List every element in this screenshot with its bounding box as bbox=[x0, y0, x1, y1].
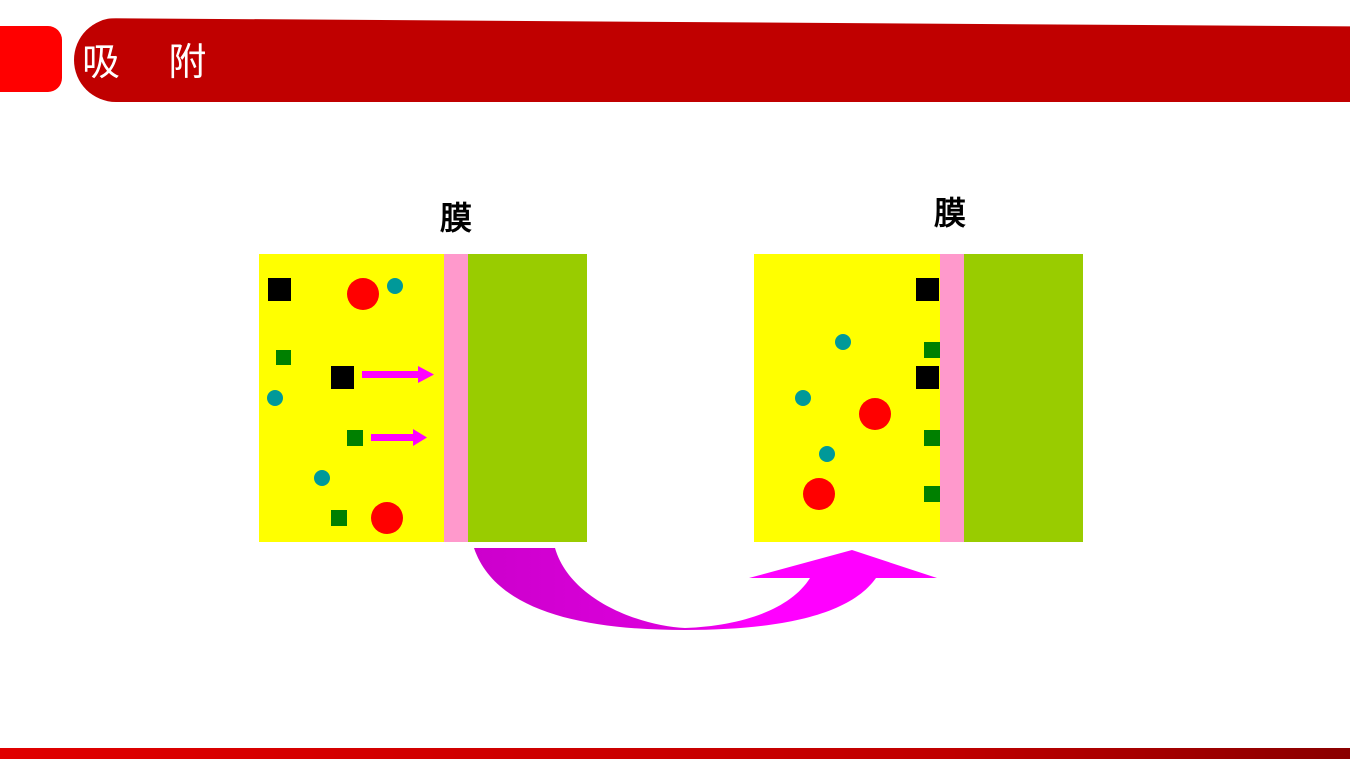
teal-particle bbox=[795, 390, 811, 406]
right-solution-region bbox=[754, 254, 940, 542]
green-particle bbox=[924, 430, 940, 446]
bottom-bar bbox=[0, 748, 1350, 759]
green-particle bbox=[276, 350, 291, 365]
teal-particle bbox=[267, 390, 283, 406]
right-arrow-icon bbox=[371, 429, 427, 446]
red-particle bbox=[347, 278, 379, 310]
red-particle bbox=[371, 502, 403, 534]
right-support-layer bbox=[964, 254, 1083, 542]
teal-particle bbox=[835, 334, 851, 350]
right-membrane-layer bbox=[940, 254, 964, 542]
right-membrane-label: 膜 bbox=[934, 194, 966, 232]
teal-particle bbox=[387, 278, 403, 294]
green-particle bbox=[924, 342, 940, 358]
right-arrow-icon bbox=[362, 366, 434, 383]
black-particle bbox=[268, 278, 291, 301]
title-bar bbox=[74, 18, 1350, 102]
red-particle bbox=[859, 398, 891, 430]
left-membrane-label: 膜 bbox=[440, 199, 472, 237]
green-particle bbox=[347, 430, 363, 446]
right-panel: 膜 bbox=[754, 194, 1083, 542]
black-particle bbox=[916, 278, 939, 301]
left-membrane-layer bbox=[444, 254, 468, 542]
black-particle bbox=[916, 366, 939, 389]
teal-particle bbox=[314, 470, 330, 486]
left-support-layer bbox=[468, 254, 587, 542]
left-panel: 膜 bbox=[259, 199, 587, 542]
teal-particle bbox=[819, 446, 835, 462]
page-title: 吸 附 bbox=[82, 40, 207, 84]
green-particle bbox=[331, 510, 347, 526]
green-particle bbox=[924, 486, 940, 502]
corner-accent-block bbox=[0, 26, 62, 92]
curved-arrow-icon bbox=[474, 548, 937, 630]
red-particle bbox=[803, 478, 835, 510]
black-particle bbox=[331, 366, 354, 389]
